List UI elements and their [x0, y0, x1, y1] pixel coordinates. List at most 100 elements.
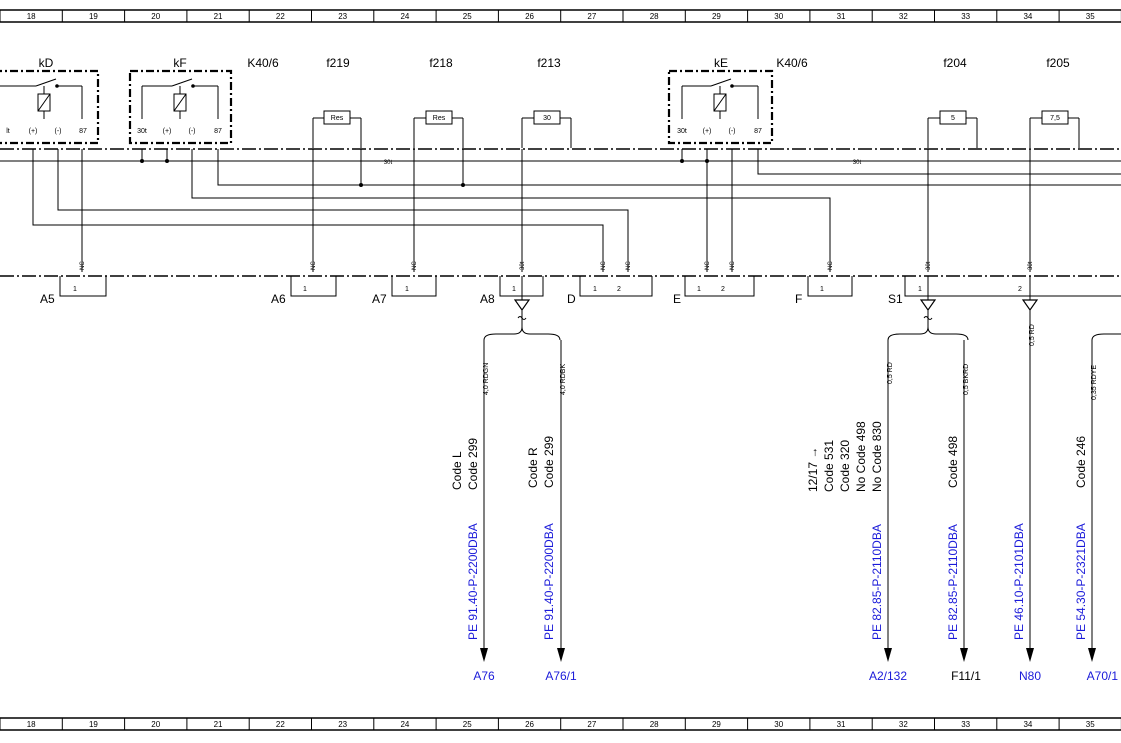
- wire-f11-1: 0,5 BKRD Code 498 PE 82.85-P-2110DBA F11…: [946, 340, 981, 683]
- svg-text:1: 1: [73, 286, 77, 293]
- svg-text:Code 320: Code 320: [838, 440, 852, 492]
- wire-a2-132: 0,5 RD 12/17 → Code 531 Code 320 No Code…: [806, 340, 907, 683]
- wire-ref-link[interactable]: PE 91.40-P-2200DBA: [466, 523, 480, 640]
- svg-text:1: 1: [512, 286, 516, 293]
- svg-text:NC: NC: [730, 261, 736, 270]
- svg-text:NC: NC: [828, 261, 834, 270]
- svg-text:30t: 30t: [137, 128, 147, 135]
- grid-label: 31: [837, 12, 846, 21]
- svg-text:4,0 RDGN: 4,0 RDGN: [483, 363, 490, 395]
- svg-text:NC: NC: [626, 261, 632, 270]
- wire-ref-link[interactable]: PE 82.85-P-2110DBA: [870, 524, 884, 640]
- grid-label: 33: [961, 12, 970, 21]
- wire-a76: 4,0 RDGN Code L Code 299 PE 91.40-P-2200…: [450, 340, 495, 683]
- svg-text:S1: S1: [888, 292, 903, 306]
- grid-label: 33: [961, 720, 970, 729]
- connector-A7: A7 1: [372, 276, 437, 306]
- fuse-f205: f205 7,5: [1029, 56, 1080, 148]
- svg-text:Code R: Code R: [526, 447, 540, 488]
- grid-label: 26: [525, 12, 534, 21]
- wire-a76-1: 4,0 RDBK Code R Code 299 PE 91.40-P-2200…: [526, 340, 577, 683]
- wire-ref-link[interactable]: PE 82.85-P-2110DBA: [946, 524, 960, 640]
- grid-label: 29: [712, 720, 721, 729]
- wire-dest-link[interactable]: A2/132: [869, 669, 907, 683]
- svg-text:30t: 30t: [1028, 261, 1034, 270]
- relay-kF-ref: K40/6: [247, 56, 279, 70]
- svg-text:4,0 RDBK: 4,0 RDBK: [560, 364, 567, 395]
- grid-label: 28: [650, 720, 659, 729]
- grid-label: 34: [1023, 720, 1032, 729]
- svg-text:No Code 498: No Code 498: [854, 421, 868, 492]
- grid-label: 31: [837, 720, 846, 729]
- wire-dest-link[interactable]: A76/1: [545, 669, 577, 683]
- wire-ref-link[interactable]: PE 54.30-P-2321DBA: [1074, 523, 1088, 640]
- fuse-icon: [425, 110, 453, 125]
- svg-text:5: 5: [951, 115, 955, 122]
- svg-text:2: 2: [721, 286, 725, 293]
- svg-text:No Code 830: No Code 830: [870, 421, 884, 492]
- svg-text:12/17 →: 12/17 →: [806, 447, 820, 492]
- svg-text:(-): (-): [729, 128, 736, 135]
- fuse-f204: f204 5: [927, 56, 978, 148]
- svg-text:f219: f219: [326, 56, 350, 70]
- internal-wiring: [32, 149, 1121, 272]
- svg-text:Code 531: Code 531: [822, 440, 836, 492]
- svg-text:f213: f213: [537, 56, 561, 70]
- connector-F: F 1: [795, 276, 853, 306]
- grid-label: 27: [587, 12, 596, 21]
- wire-ref-link[interactable]: PE 91.40-P-2200DBA: [542, 523, 556, 640]
- splice-s1: [887, 276, 969, 341]
- grid-label: 35: [1086, 12, 1095, 21]
- svg-text:Code 246: Code 246: [1074, 436, 1088, 488]
- svg-text:1: 1: [303, 286, 307, 293]
- fuse-icon: [939, 110, 967, 125]
- connector-D: D 1 2: [567, 276, 653, 306]
- relay-kD: kD lt (+) (-) 87: [0, 56, 100, 145]
- wire-dest-link[interactable]: A70/1: [1087, 669, 1119, 683]
- arrow-down-icon: [884, 648, 892, 662]
- svg-text:f204: f204: [943, 56, 967, 70]
- grid-label: 21: [214, 720, 223, 729]
- svg-text:Code 498: Code 498: [946, 436, 960, 488]
- relay-switch-icon: [710, 78, 732, 87]
- relay-kE-label: kE: [714, 56, 728, 70]
- grid-label: 20: [151, 720, 160, 729]
- grid-label: 22: [276, 720, 285, 729]
- pin-tags: NC NC NC 30t NC NC NC NC NC 30t 30t: [80, 261, 1034, 270]
- grid-label: 29: [712, 12, 721, 21]
- fuse-icon: [323, 110, 351, 125]
- svg-text:30: 30: [543, 115, 551, 122]
- bus-junctions: [140, 159, 709, 187]
- fuse-f213: f213 30: [521, 56, 572, 148]
- wire-dest-link[interactable]: F11/1: [951, 669, 981, 683]
- grid-label: 26: [525, 720, 534, 729]
- connector-S1: S1 1 2: [888, 276, 1121, 306]
- wire-dest-link[interactable]: N80: [1019, 669, 1041, 683]
- fuse-icon: [1041, 110, 1069, 125]
- wire-n80: 0,5 RD PE 46.10-P-2101DBA N80: [1012, 310, 1041, 683]
- relay-switch-icon: [35, 78, 57, 87]
- grid-label: 24: [400, 12, 409, 21]
- svg-text:lt: lt: [6, 128, 10, 135]
- svg-text:Code L: Code L: [450, 451, 464, 490]
- svg-text:Code 299: Code 299: [542, 436, 556, 488]
- bus-30t-label: 30t: [853, 160, 862, 166]
- svg-text:A7: A7: [372, 292, 387, 306]
- svg-text:30t: 30t: [677, 128, 687, 135]
- wire-dest-link[interactable]: A76: [473, 669, 495, 683]
- grid-label: 27: [587, 720, 596, 729]
- wire-ref-link[interactable]: PE 46.10-P-2101DBA: [1012, 523, 1026, 640]
- svg-text:NC: NC: [311, 261, 317, 270]
- relay-kE-ref: K40/6: [776, 56, 808, 70]
- grid-label: 30: [774, 12, 783, 21]
- svg-text:(+): (+): [163, 128, 172, 135]
- svg-text:87: 87: [214, 128, 222, 135]
- splice-triangle-icon: [513, 299, 531, 312]
- grid-label: 20: [151, 12, 160, 21]
- grid-label: 25: [463, 12, 472, 21]
- grid-label: 30: [774, 720, 783, 729]
- svg-text:NC: NC: [705, 261, 711, 270]
- grid-label: 24: [400, 720, 409, 729]
